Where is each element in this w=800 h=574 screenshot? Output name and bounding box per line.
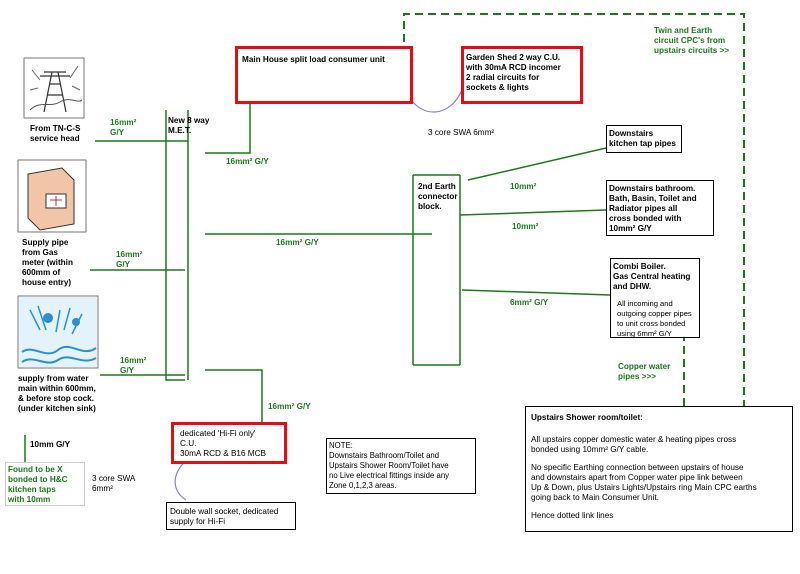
main-consumer-unit-label: Main House split load consumer unit xyxy=(242,55,385,64)
note-label: NOTE: Downstairs Bathroom/Toilet and Ups… xyxy=(329,441,450,490)
bathroom-box: Downstairs bathroom. Bath, Basin, Toilet… xyxy=(606,180,714,236)
label-6-combi: 6mm² G/Y xyxy=(510,298,549,307)
label-16-hifi: 16mm² G/Y xyxy=(268,402,311,411)
hifi-cu: dedicated 'Hi-Fi only' C.U. 30mA RCD & B… xyxy=(171,422,287,464)
copper-water-label: Copper water pipes >>> xyxy=(618,362,671,381)
upstairs-title: Upstairs Shower room/toilet: xyxy=(531,413,643,422)
garden-shed-cu: Garden Shed 2 way C.U. with 30mA RCD inc… xyxy=(461,46,583,104)
swa-hifi-label: 3 core SWA 6mm² xyxy=(92,474,136,493)
water-tap-icon xyxy=(17,295,99,369)
label-16-gas: 16mm² G/Y xyxy=(116,250,143,269)
combi-box: Combi Boiler. Gas Central heating and DH… xyxy=(610,258,700,338)
combi-body: All incoming and outgoing copper pipes t… xyxy=(617,299,692,338)
gas-meter-label: Supply pipe from Gas meter (within 600mm… xyxy=(22,238,73,287)
bathroom-label: Downstairs bathroom. Bath, Basin, Toilet… xyxy=(609,184,697,233)
swa-cable-hifi xyxy=(174,457,191,501)
upstairs-p3: Hence dotted link lines xyxy=(531,511,614,520)
label-10-bath: 10mm² xyxy=(512,222,539,231)
kitchen-taps-box: Downstairs kitchen tap pipes xyxy=(606,125,682,153)
hifi-socket-label: Double wall socket, dedicated supply for… xyxy=(170,507,279,526)
gas-meter-icon xyxy=(17,159,87,233)
water-main-label: supply from water main within 600mm, & b… xyxy=(18,374,96,413)
note-box: NOTE: Downstairs Bathroom/Toilet and Ups… xyxy=(326,438,476,494)
met-label: New 8 way M.E.T. xyxy=(168,116,210,135)
label-16-service: 16mm² G/Y xyxy=(110,118,137,137)
garden-shed-label: Garden Shed 2 way C.U. with 30mA RCD inc… xyxy=(466,53,561,92)
label-16-cu: 16mm² G/Y xyxy=(226,157,269,166)
label-16-main: 16mm² G/Y xyxy=(276,238,319,247)
twin-earth-label: Twin and Earth circuit CPC's from upstai… xyxy=(654,26,730,55)
label-16-water: 16mm² G/Y xyxy=(120,356,147,375)
combi-title: Combi Boiler. Gas Central heating and DH… xyxy=(613,262,691,291)
connector-label: 2nd Earth connector block. xyxy=(418,182,458,211)
service-head-label: From TN-C-S service head xyxy=(30,124,81,143)
swa-cable-shed xyxy=(405,89,463,113)
swa-main-label: 3 core SWA 6mm² xyxy=(428,128,495,137)
label-10-water: 10mm G/Y xyxy=(30,440,71,449)
xbond-box: Found to be X bonded to H&C kitchen taps… xyxy=(5,462,85,506)
pylon-icon xyxy=(23,57,85,119)
upstairs-p1: All upstairs copper domestic water & hea… xyxy=(531,435,737,454)
upstairs-box: Upstairs Shower room/toilet: All upstair… xyxy=(525,406,793,532)
hifi-socket-box: Double wall socket, dedicated supply for… xyxy=(166,502,296,530)
upstairs-p2: No specific Earthing connection between … xyxy=(531,463,757,502)
label-10-kitchen: 10mm² xyxy=(510,182,537,191)
xbond-label: Found to be X bonded to H&C kitchen taps… xyxy=(8,465,68,504)
main-consumer-unit: Main House split load consumer unit xyxy=(235,46,413,104)
hifi-cu-label: dedicated 'Hi-Fi only' C.U. 30mA RCD & B… xyxy=(180,429,266,458)
kitchen-taps-label: Downstairs kitchen tap pipes xyxy=(609,129,676,148)
